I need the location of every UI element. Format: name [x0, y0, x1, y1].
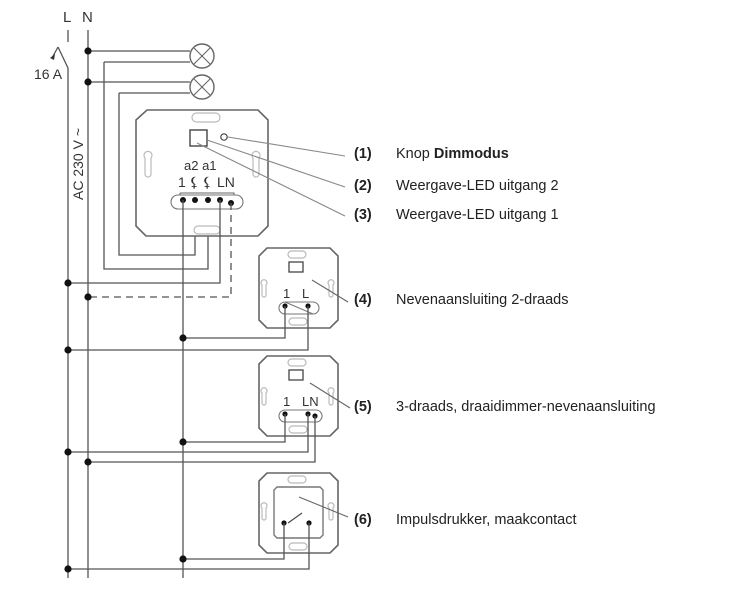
callout-number: (5) [354, 399, 372, 415]
channel-labels: a2 a1 [184, 158, 217, 173]
junction-dot [84, 293, 92, 301]
callout-leaders-main [196, 136, 346, 217]
callout-2: (2) Weergave-LED uitgang 2 [354, 178, 559, 194]
extension-3wire-wires [68, 414, 316, 463]
lamp-symbol-a1-icon: ⚸ [202, 174, 212, 190]
terminal-label-ln: LN [217, 174, 235, 190]
callout-text: 3-draads, draaidimmer-nevenaansluiting [396, 399, 656, 415]
neutral-label: N [82, 9, 93, 26]
callout-text: Weergave-LED uitgang 2 [396, 178, 559, 194]
callout-number: (1) [354, 146, 372, 162]
push-button-unit [258, 472, 349, 554]
callout-text: Impulsdrukker, maakcontact [396, 512, 577, 528]
terminal-label-1: 1 [178, 174, 186, 190]
main-unit-wires [68, 200, 232, 578]
junction-dot [179, 555, 187, 563]
push-button-wires [68, 523, 310, 570]
callout-text: Weergave-LED uitgang 1 [396, 207, 559, 223]
lamp-1 [88, 43, 215, 69]
voltage-label: AC 230 V ~ [70, 128, 86, 200]
lamp-2 [88, 74, 215, 100]
ext3-terminal-1: 1 [283, 394, 290, 409]
callout-3: (3) Weergave-LED uitgang 1 [354, 207, 559, 223]
ext2-terminal-l: L [302, 286, 309, 301]
callout-number: (4) [354, 292, 372, 308]
main-dimmer-unit: a2 a1 1 ⚸ ⚸ LN [135, 109, 269, 237]
fuse-label: 16 A [34, 66, 63, 82]
callout-1: (1) Knop Dimmodus [354, 146, 509, 162]
callout-text-bold: Dimmodus [433, 146, 509, 162]
callout-text: Nevenaansluiting 2-draads [396, 292, 569, 308]
callout-6: (6) Impulsdrukker, maakcontact [354, 512, 577, 528]
extension-2wire-unit: 1 L [258, 247, 349, 329]
junction-dot [179, 438, 187, 446]
callout-5: (5) 3-draads, draaidimmer-nevenaansluitin… [354, 399, 656, 415]
junction-dot [64, 448, 72, 456]
junction-dot [64, 565, 72, 573]
callout-number: (2) [354, 178, 372, 194]
callout-number: (6) [354, 512, 372, 528]
dimmode-button-icon [220, 133, 228, 141]
ext2-terminal-1: 1 [283, 286, 290, 301]
junction-dot [179, 334, 187, 342]
junction-dot [64, 279, 72, 287]
junction-dot [64, 346, 72, 354]
extension-2wire-wires [68, 306, 309, 351]
line-label: L [63, 9, 71, 26]
extension-3wire-unit: 1 LN [258, 355, 351, 437]
led-indicator-box [189, 129, 208, 147]
junction-dot [84, 458, 92, 466]
line-conductor [50, 30, 69, 578]
callout-number: (3) [354, 207, 372, 223]
junction-dot [84, 47, 92, 55]
junction-dot [84, 78, 92, 86]
callout-4: (4) Nevenaansluiting 2-draads [354, 292, 569, 308]
lamp-symbol-a2-icon: ⚸ [189, 174, 199, 190]
ext3-terminal-ln: LN [302, 394, 319, 409]
callout-text: Knop [396, 146, 434, 162]
